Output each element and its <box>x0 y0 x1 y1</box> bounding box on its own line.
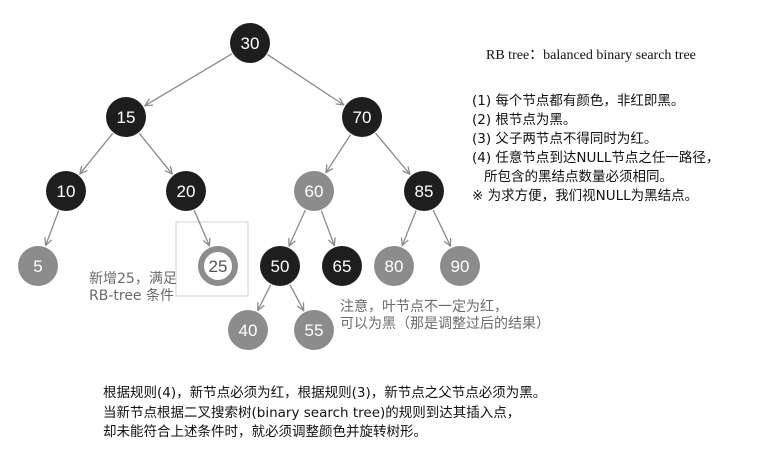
explanation-line-3: 却未能符合上述条件时，就必须调整颜色并旋转树形。 <box>103 424 427 440</box>
node-circle-50 <box>260 246 300 286</box>
tree-node-15: 15 <box>106 97 146 137</box>
tree-node-85: 85 <box>404 171 444 211</box>
edge-70-85 <box>374 132 409 174</box>
node-label-70: 70 <box>353 108 372 127</box>
edge-50-55 <box>289 284 304 311</box>
tree-nodes: 30 15 70 10 20 60 85 5 25 50 65 80 90 40 55 <box>18 23 480 350</box>
node-circle-25 <box>198 246 238 286</box>
tree-node-90: 90 <box>440 246 480 286</box>
annotation-new-line-1: 新增25，满足 <box>89 271 177 287</box>
tree-node-5: 5 <box>18 246 58 286</box>
node-circle-40 <box>228 310 268 350</box>
node-label-85: 85 <box>415 182 434 201</box>
node-circle-85 <box>404 171 444 211</box>
tree-node-80: 80 <box>374 246 414 286</box>
node-label-30: 30 <box>241 34 260 53</box>
annotation-leaf-note: 注意，叶节点不一定为红， 可以为黑（那是调整过后的结果） <box>340 299 550 333</box>
node-label-20: 20 <box>177 182 196 201</box>
annotation-leaf-line-2: 可以为黑（那是调整过后的结果） <box>340 316 550 332</box>
node-circle-60 <box>294 171 334 211</box>
rb-tree-rules: (1) 每个节点都有颜色，非红即黑。 (2) 根节点为黑。 (3) 父子两节点不… <box>472 92 719 206</box>
edge-85-80 <box>402 210 417 245</box>
rule-2: (2) 根节点为黑。 <box>472 112 577 128</box>
diagram-title: RB tree：balanced binary search tree <box>486 48 696 63</box>
tree-node-70: 70 <box>342 97 382 137</box>
annotation-new-node: 新增25，满足 RB-tree 条件 <box>89 271 177 305</box>
node-label-55: 55 <box>305 321 324 340</box>
node-circle-80 <box>374 246 414 286</box>
node-circle-90 <box>440 246 480 286</box>
rule-4-continued: 所包含的黑结点数量必须相同。 <box>484 169 673 185</box>
annotation-leaf-line-1: 注意，叶节点不一定为红， <box>340 299 508 315</box>
node-label-90: 90 <box>451 257 470 276</box>
tree-node-30: 30 <box>230 23 270 63</box>
node-circle-20 <box>166 171 206 211</box>
tree-node-50: 50 <box>260 246 300 286</box>
edge-10-5 <box>46 210 60 246</box>
edge-15-20 <box>138 132 172 174</box>
edge-30-15 <box>145 53 233 106</box>
node-circle-65 <box>322 246 362 286</box>
tree-node-65: 65 <box>322 246 362 286</box>
rule-note: ※ 为求方便，我们视NULL为黑结点。 <box>472 188 699 204</box>
node-circle-70 <box>342 97 382 137</box>
tree-edges <box>46 53 451 311</box>
node-label-50: 50 <box>271 257 290 276</box>
rule-3: (3) 父子两节点不得同时为红。 <box>472 131 658 147</box>
node-label-65: 65 <box>333 257 352 276</box>
tree-node-40: 40 <box>228 310 268 350</box>
node-circle-55 <box>294 310 334 350</box>
node-circle-30 <box>230 23 270 63</box>
node-label-40: 40 <box>239 321 258 340</box>
edge-15-10 <box>80 132 114 174</box>
tree-node-20: 20 <box>166 171 206 211</box>
tree-node-10: 10 <box>46 171 86 211</box>
tree-node-25: 25 <box>198 246 238 286</box>
edge-85-90 <box>432 209 450 246</box>
edge-50-40 <box>258 284 272 311</box>
edge-60-65 <box>320 210 334 246</box>
edge-70-60 <box>326 134 352 173</box>
node-label-10: 10 <box>57 182 76 201</box>
edge-20-25 <box>193 210 209 245</box>
node-label-80: 80 <box>385 257 404 276</box>
explanation-line-2: 当新节点根据二叉搜索树(binary search tree)的规则到达其插入点… <box>103 404 521 421</box>
rule-1: (1) 每个节点都有颜色，非红即黑。 <box>472 93 685 109</box>
node-label-5: 5 <box>33 257 42 276</box>
node-circle-15 <box>106 97 146 137</box>
rule-4: (4) 任意节点到达NULL节点之任一路径， <box>472 150 720 166</box>
explanation-line-1: 根据规则(4)，新节点必须为红，根据规则(3)，新节点之父节点必须为黑。 <box>103 385 547 401</box>
tree-node-60: 60 <box>294 171 334 211</box>
explanation-text: 根据规则(4)，新节点必须为红，根据规则(3)，新节点之父节点必须为黑。 当新节… <box>103 384 546 443</box>
node-label-15: 15 <box>117 108 136 127</box>
tree-node-55: 55 <box>294 310 334 350</box>
node-label-60: 60 <box>305 182 324 201</box>
edge-30-70 <box>267 54 344 105</box>
node-circle-10 <box>46 171 86 211</box>
node-label-25: 25 <box>209 257 228 276</box>
annotation-new-line-2: RB-tree 条件 <box>89 288 174 304</box>
node-circle-5 <box>18 246 58 286</box>
edge-60-50 <box>289 209 306 246</box>
